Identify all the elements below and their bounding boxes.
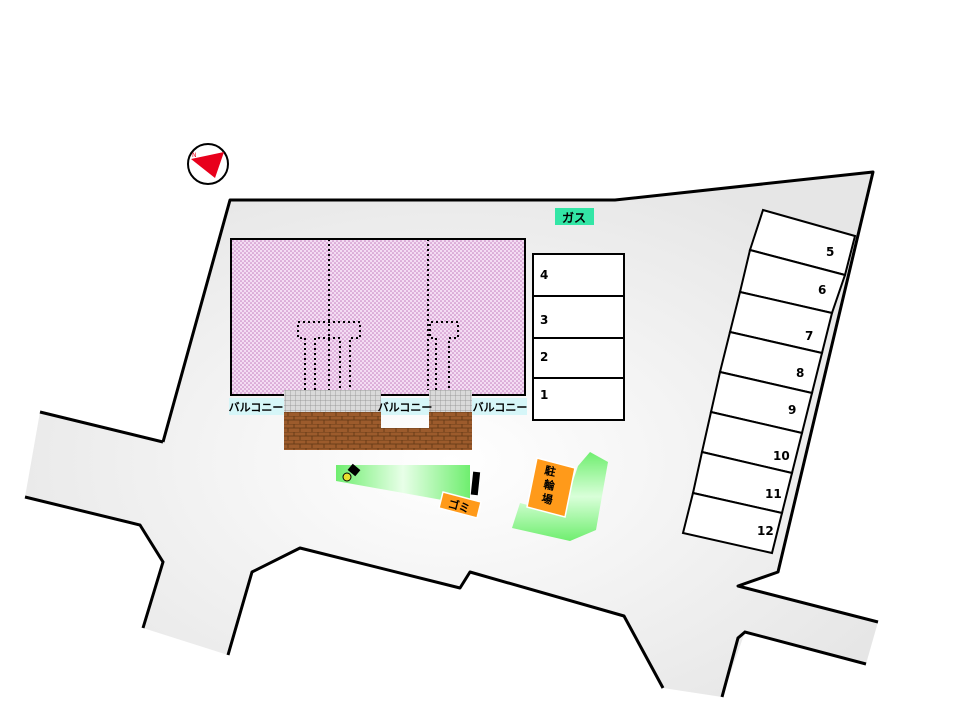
parking-number: 3 [540,313,548,327]
lot-boundary-north [161,170,879,624]
parking-number: 7 [805,329,813,343]
parking-number: 1 [540,388,548,402]
parking-left-group: 4 3 2 1 [532,253,625,421]
parking-number: 8 [796,366,804,380]
post-icon [470,471,481,496]
balcony-label-left: バルコニー [229,401,284,414]
parking-number: 6 [818,283,826,297]
meter-box-icon [347,463,361,477]
brick-terrace [284,412,472,450]
compass-icon: N [187,143,229,185]
balcony-tag-center [381,398,429,415]
svg-text:N: N [192,152,197,159]
gas-tag [555,208,594,225]
parking-number: 9 [788,403,796,417]
bicycle-parking-area [512,452,608,541]
parking-space-left [532,253,625,297]
balcony-label-right: バルコニー [473,401,528,414]
parking-space-right [681,491,784,555]
planting-strip [336,465,470,505]
parking-number: 12 [757,524,774,538]
road-west-south-edge [24,495,165,629]
parking-number: 4 [540,268,548,282]
parking-space-left [532,295,625,339]
parking-space-left [532,377,625,421]
balcony-tag-right [472,398,527,415]
parking-number: 2 [540,350,548,364]
parking-number: 11 [765,487,782,501]
road-west-north-edge [39,410,164,444]
entry-outline [297,321,361,390]
road-east-south-edge [720,630,867,698]
bicycle-label-2: 輪 [542,477,557,493]
bicycle-label-3: 場 [540,491,554,507]
parking-number: 10 [773,449,790,463]
parking-number: 5 [826,245,834,259]
garbage-label: ゴミ [447,496,472,515]
light-icon [342,472,352,482]
garbage-tag [438,491,482,519]
balcony-tag-left [229,398,284,415]
entry-outline [429,321,459,390]
bicycle-parking-tag [526,457,576,518]
lot-boundary-south [226,546,665,689]
bicycle-label-1: 駐 [543,463,557,479]
gas-label: ガス [562,210,586,225]
balcony-label-center: バルコニー [378,401,433,414]
parking-right-group: 5 6 7 8 9 10 11 12 [681,208,857,555]
paving-strip [429,390,472,412]
building [230,238,526,396]
paving-strip [284,390,381,412]
